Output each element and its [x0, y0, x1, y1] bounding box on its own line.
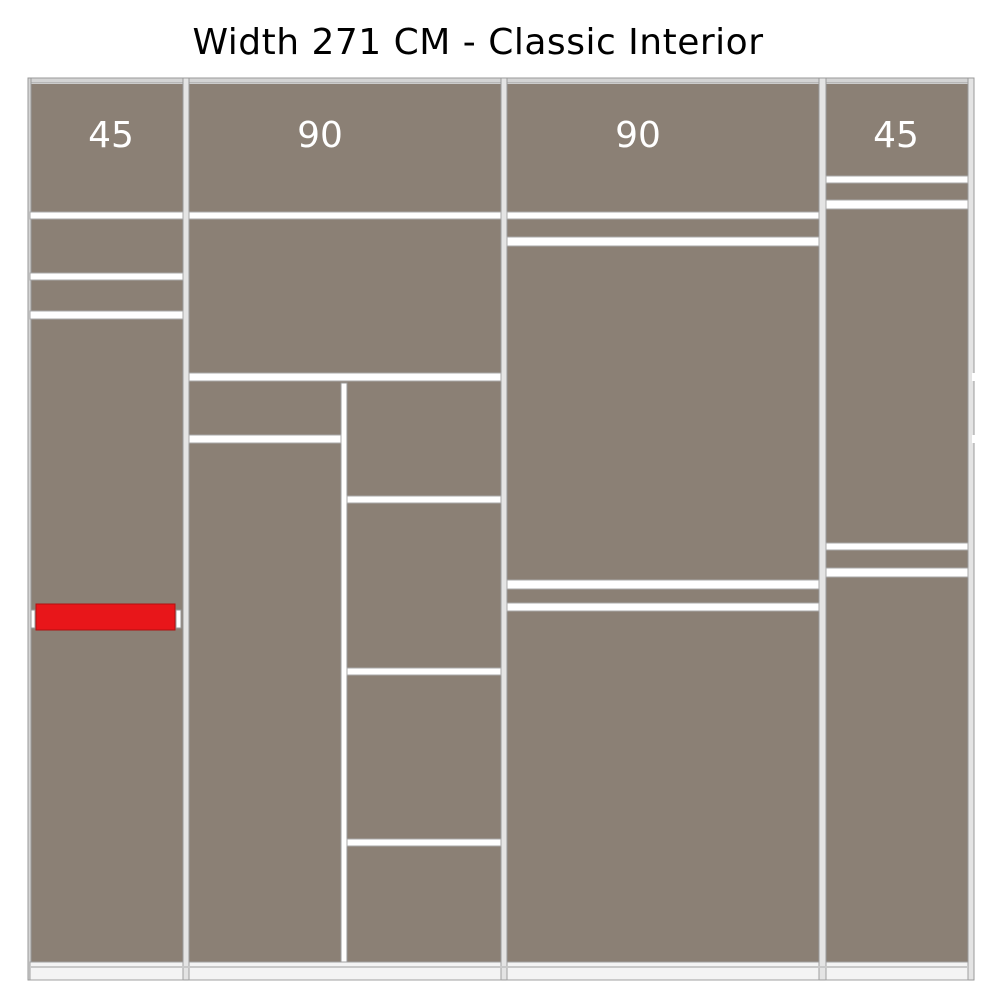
wall-marker — [972, 435, 975, 443]
shelf — [825, 567, 969, 578]
shelf — [506, 211, 820, 220]
section-3-width-label: 90 — [615, 115, 661, 156]
shelf — [188, 434, 342, 444]
shelf — [29, 272, 184, 281]
plinth — [29, 961, 184, 981]
shelf — [188, 211, 502, 220]
section-3-panel — [507, 84, 819, 962]
divider-1-2 — [182, 77, 190, 981]
shelf — [346, 838, 502, 847]
rail-bracket-left — [30, 609, 36, 629]
section-1-panel — [30, 84, 183, 962]
wall-marker — [972, 373, 975, 381]
shelf — [825, 199, 969, 210]
highlighted-rail — [35, 603, 176, 631]
shelf — [825, 542, 969, 551]
section-1-width-label: 45 — [88, 115, 134, 156]
shelf — [506, 236, 820, 247]
divider-3-4 — [818, 77, 827, 981]
shelf — [188, 372, 502, 382]
plinth-line — [30, 966, 968, 968]
section-2-width-label: 90 — [297, 115, 343, 156]
shelf — [506, 579, 820, 590]
section-4-width-label: 45 — [873, 115, 919, 156]
plinth — [188, 961, 502, 981]
shelf — [346, 495, 502, 504]
shelf — [29, 310, 184, 320]
divider-2-3 — [500, 77, 508, 981]
divider-right-wall — [967, 77, 975, 981]
section-4-panel — [826, 84, 968, 962]
shelf — [29, 211, 184, 220]
shelf — [346, 667, 502, 676]
plinth — [506, 961, 820, 981]
shelf — [506, 602, 820, 612]
plinth — [825, 961, 969, 981]
diagram-title: Width 271 CM - Classic Interior — [192, 22, 764, 63]
section-2-inner-divider — [340, 382, 348, 963]
shelf — [825, 175, 969, 184]
rail-bracket-right — [175, 609, 182, 629]
